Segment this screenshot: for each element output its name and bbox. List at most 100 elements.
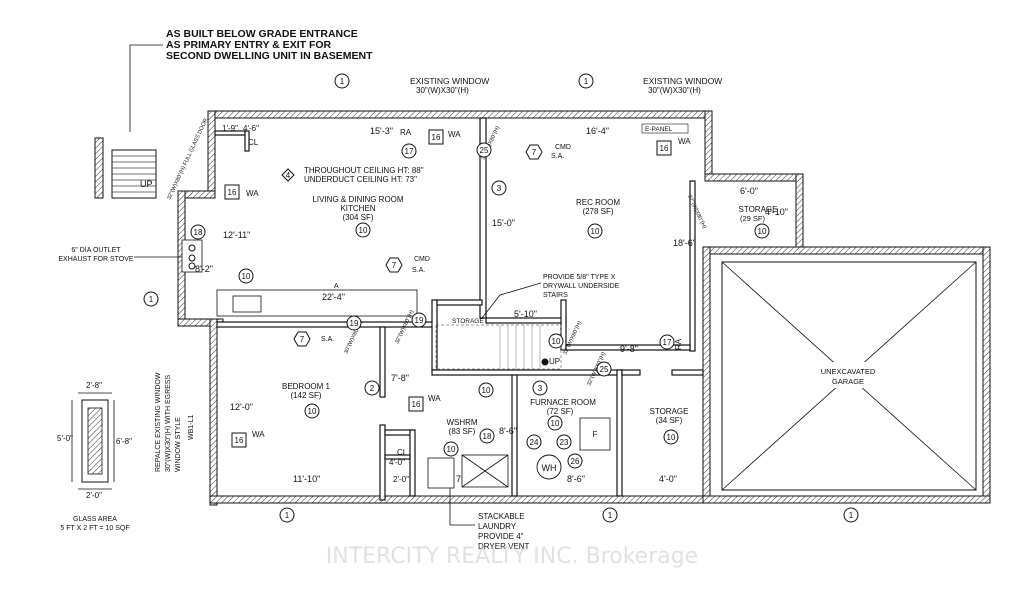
tag-19-a: 19 <box>346 315 362 331</box>
tag-17-b: 17 <box>659 334 675 350</box>
window-left-title: EXISTING WINDOW <box>410 76 489 86</box>
storage-2-area: (34 SF) <box>656 416 683 425</box>
svg-text:1: 1 <box>285 511 290 520</box>
svg-text:16: 16 <box>432 133 441 142</box>
dim-13: 9'-8" <box>620 344 638 354</box>
furnace-label: F <box>593 430 598 439</box>
tag-25-b: 25 <box>596 361 612 377</box>
svg-text:25: 25 <box>600 365 609 374</box>
dim-6: 4'-10" <box>765 207 788 217</box>
dim-9: 12'-11" <box>223 230 250 240</box>
svg-text:10: 10 <box>591 227 600 236</box>
living-ceiling-note: THROUGHOUT CEILING HT: 88" <box>304 166 424 175</box>
dim-22: 8'-6" <box>567 474 585 484</box>
entry-door-tag: 32"(W)X80"(H) FULL GLASS DOOR <box>166 118 209 201</box>
window-right-title: EXISTING WINDOW <box>643 76 722 86</box>
window-right-size: 30"(W)X30"(H) <box>648 86 701 95</box>
svg-text:17: 17 <box>405 147 414 156</box>
tag-10-kitchen: 10 <box>238 268 254 284</box>
kitchen-name: KITCHEN <box>340 204 375 213</box>
laundry-symbol <box>427 457 455 489</box>
laundry-note-1: STACKABLE <box>478 512 525 521</box>
svg-text:1: 1 <box>584 77 589 86</box>
svg-text:10: 10 <box>758 227 767 236</box>
tag-4: 4 <box>281 168 295 182</box>
outlet-note-2: EXHAUST FOR STOVE <box>58 256 134 263</box>
tag-16-c: 16 <box>656 140 672 156</box>
cmd-label-2: CMD <box>555 144 571 151</box>
wa-label-2: WA <box>448 130 461 139</box>
svg-text:3: 3 <box>497 184 502 193</box>
tag-17-a: 17 <box>401 143 417 159</box>
tag-10-furnace: 10 <box>547 415 563 431</box>
tag-16-a: 16 <box>224 184 240 200</box>
tag-1-left: 1 <box>143 291 159 307</box>
svg-text:23: 23 <box>560 438 569 447</box>
tag-1-top-right: 1 <box>578 73 594 89</box>
electrical-panel-label: E-PANEL <box>645 126 673 133</box>
rec-room-name: REC ROOM <box>576 198 620 207</box>
tag-3-hall: 3 <box>532 380 548 396</box>
tag-16-e: 16 <box>231 432 247 448</box>
room-labels: THROUGHOUT CEILING HT: 88" UNDERDUCT CEI… <box>282 166 778 436</box>
tag-10-bed: 10 <box>304 403 320 419</box>
stair-up-label: UP <box>549 357 560 366</box>
a-label: A <box>334 283 339 290</box>
tag-7-living: 7 <box>385 257 403 273</box>
tag-26: 26 <box>567 453 583 469</box>
closet-label-1: CL <box>248 138 259 147</box>
sa-label-2: S.A. <box>551 153 564 160</box>
svg-text:10: 10 <box>667 433 676 442</box>
dim-7: 15'-0" <box>492 218 515 228</box>
svg-text:18: 18 <box>194 228 203 237</box>
tag-3-rec: 3 <box>491 180 507 196</box>
water-heater-label: WH <box>542 463 557 473</box>
tag-23: 23 <box>556 434 572 450</box>
window-left-size: 30"(W)X30"(H) <box>416 86 469 95</box>
tag-16-b: 16 <box>428 129 444 145</box>
tag-19-b: 19 <box>411 312 427 328</box>
svg-text:10: 10 <box>447 445 456 454</box>
glass-width-bottom: 2'-0" <box>86 491 102 500</box>
stairs: UP STORAGE <box>435 318 562 370</box>
dim-18: 4'-0" <box>389 458 405 467</box>
tag-18-b: 18 <box>479 428 495 444</box>
garage-label-1: UNEXCAVATED <box>821 367 876 376</box>
storage-1-name: STORAGE <box>739 205 778 214</box>
svg-text:24: 24 <box>530 438 539 447</box>
numbered-tags: 1 1 1 1 1 1 2 3 3 4 7 7 7 10 10 10 10 10… <box>143 73 859 523</box>
svg-text:7: 7 <box>300 335 305 344</box>
tag-7-rec: 7 <box>525 144 543 160</box>
watermark: INTERCITY REALTY INC. Brokerage <box>326 544 698 569</box>
svg-text:10: 10 <box>551 419 560 428</box>
tag-16-d: 16 <box>408 396 424 412</box>
callout-notes: PROVIDE 5/8" TYPE X DRYWALL UNDERSIDE ST… <box>58 247 619 551</box>
svg-text:1: 1 <box>849 511 854 520</box>
storage-1-area: (29 SF) <box>740 214 766 223</box>
exterior-walls <box>177 110 991 506</box>
glass-area-calc: 5 FT X 2 FT = 10 SQF <box>60 525 129 532</box>
return-air-label-2: RA <box>674 338 683 350</box>
cmd-label-1: CMD <box>414 256 430 263</box>
egress-note-2: 30"(W)X30"(H) WITH EGRESS <box>165 375 172 472</box>
glass-height-left: 5'-0" <box>57 434 73 443</box>
tag-10-living: 10 <box>355 222 371 238</box>
tag-7-bed: 7 <box>293 331 311 347</box>
header-line-2: AS PRIMARY ENTRY & EXIT FOR <box>166 39 332 51</box>
header-line-1: AS BUILT BELOW GRADE ENTRANCE <box>166 28 358 40</box>
svg-text:7: 7 <box>392 261 397 270</box>
svg-text:16: 16 <box>228 188 237 197</box>
living-room-name: LIVING & DINING ROOM <box>312 195 403 204</box>
furnace-symbol <box>579 417 611 451</box>
stair-storage-label: STORAGE <box>452 318 484 325</box>
dim-11: 22'-4" <box>322 292 345 302</box>
svg-text:10: 10 <box>242 272 251 281</box>
wa-label-5: WA <box>252 430 265 439</box>
sa-label-1: S.A. <box>412 267 425 274</box>
svg-text:19: 19 <box>350 319 359 328</box>
svg-text:1: 1 <box>149 295 154 304</box>
egress-note-1: REPALCE EXISTING WINDOW <box>155 372 162 472</box>
drywall-note-1: PROVIDE 5/8" TYPE X <box>543 274 616 281</box>
misc-labels: CL CL RA RA WA WA WA WA WA CMD CMD S.A. … <box>246 123 691 480</box>
